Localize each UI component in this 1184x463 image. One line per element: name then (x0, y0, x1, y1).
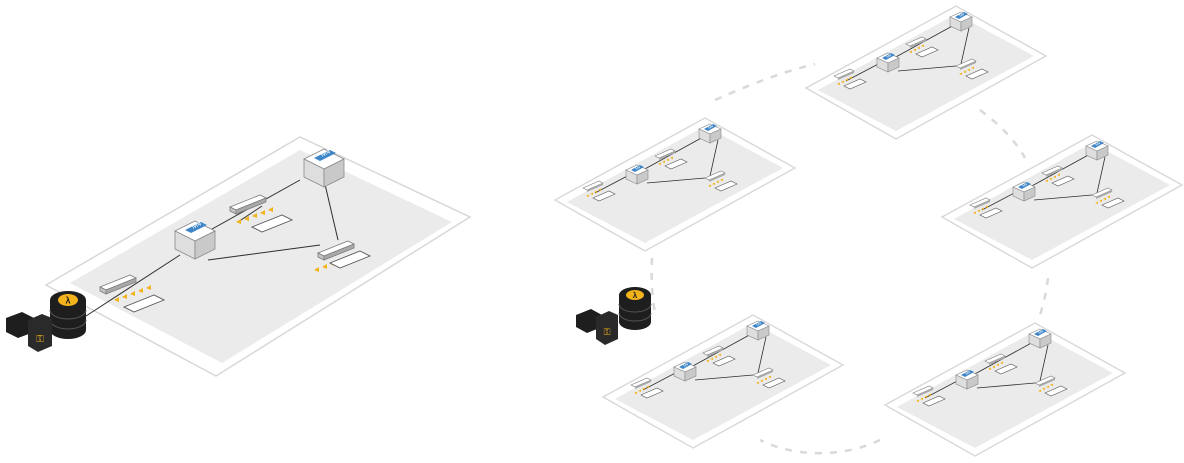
folder-icon (640, 387, 664, 399)
block-group (905, 36, 939, 58)
arrow-stream-icon (1038, 383, 1053, 392)
block-group (1041, 165, 1075, 187)
block-group (1034, 375, 1068, 397)
small-platform-top (818, 14, 1034, 131)
server-badge-label: M4 (191, 220, 203, 230)
arrow-stream-icon (916, 393, 931, 402)
folder-icon (915, 46, 939, 58)
large-cluster: M4 M4 λ (6, 136, 472, 377)
server-badge-label: M4 (1022, 182, 1028, 188)
block-group (833, 68, 867, 90)
block-group (630, 377, 664, 399)
block-group (704, 170, 738, 192)
large-platform-top (70, 150, 452, 363)
server-node[interactable]: M4 (746, 320, 770, 341)
lambda-icon: λ (65, 296, 70, 306)
server-node[interactable]: M4 (698, 123, 722, 144)
arrow-stream-icon (706, 353, 721, 362)
arrow-stream-icon (708, 178, 723, 187)
server-badge-label: M4 (965, 370, 971, 376)
folder-icon (664, 158, 688, 170)
server-node[interactable]: M4 (955, 369, 979, 390)
server-node[interactable]: M4 (625, 164, 649, 185)
key-node[interactable]: ⚿ (6, 312, 52, 352)
server-badge-label: M4 (320, 148, 332, 158)
server-node[interactable]: M4 (876, 52, 900, 73)
block-group (955, 58, 989, 80)
arrow-stream-icon (837, 76, 852, 85)
folder-icon (979, 207, 1003, 219)
small-platform-top (954, 143, 1170, 260)
block-group (1091, 187, 1125, 209)
block-group (969, 197, 1003, 219)
arrow-stream-icon (1095, 195, 1110, 204)
folder-icon (1051, 175, 1075, 187)
server-badge-label: M4 (1095, 141, 1101, 147)
server-node-secondary[interactable]: M4 (303, 148, 345, 188)
folder-icon (714, 180, 738, 192)
block-group (912, 385, 946, 407)
server-node[interactable]: M4 (949, 11, 973, 32)
small-platform-top (615, 323, 831, 440)
arrow-stream-icon (909, 44, 924, 53)
block-group (654, 148, 688, 170)
arrow-stream-icon (959, 66, 974, 75)
arrow-stream-icon (586, 188, 601, 197)
lambda-database-node[interactable]: λ (49, 291, 87, 339)
server-badge-label: M4 (1038, 329, 1044, 335)
server-node[interactable]: M4 (1012, 181, 1036, 202)
small-platform-top (897, 331, 1113, 448)
lambda-icon: λ (633, 291, 638, 300)
block-group (702, 345, 736, 367)
block-group (984, 353, 1018, 375)
folder-icon (762, 377, 786, 389)
lambda-badge (58, 294, 78, 306)
server-node[interactable]: M4 (1028, 328, 1052, 349)
arrow-stream-icon (634, 385, 649, 394)
arrow-stream-icon (1045, 173, 1060, 182)
folder-icon (922, 395, 946, 407)
lambda-badge (626, 290, 644, 300)
server-node[interactable]: M4 (673, 361, 697, 382)
server-node-main[interactable]: M4 (174, 220, 216, 260)
ring-dashes (650, 62, 1050, 455)
folder-icon (592, 190, 616, 202)
arrow-stream-icon (756, 375, 771, 384)
arrow-stream-icon (658, 156, 673, 165)
arrow-stream-icon (973, 205, 988, 214)
server-badge-label: M4 (635, 165, 641, 171)
server-badge-label: M4 (886, 53, 892, 59)
folder-icon (1101, 197, 1125, 209)
folder-icon (843, 78, 867, 90)
block-group (752, 367, 786, 389)
ring-lambda-database-node[interactable]: λ (618, 287, 652, 330)
server-badge-label: M4 (683, 362, 689, 368)
folder-icon (965, 68, 989, 80)
block-group (582, 180, 616, 202)
server-node[interactable]: M4 (1085, 140, 1109, 161)
key-icon: ⚿ (604, 327, 611, 337)
server-badge-label: M4 (708, 124, 714, 130)
folder-icon (712, 355, 736, 367)
folder-icon (1044, 385, 1068, 397)
ring-key-node[interactable]: ⚿ (576, 309, 618, 345)
small-platform-top (567, 126, 783, 243)
server-badge-label: M4 (959, 12, 965, 18)
arrow-stream-icon (988, 361, 1003, 370)
key-icon: ⚿ (36, 334, 44, 345)
folder-icon (994, 363, 1018, 375)
server-badge-label: M4 (756, 321, 762, 327)
